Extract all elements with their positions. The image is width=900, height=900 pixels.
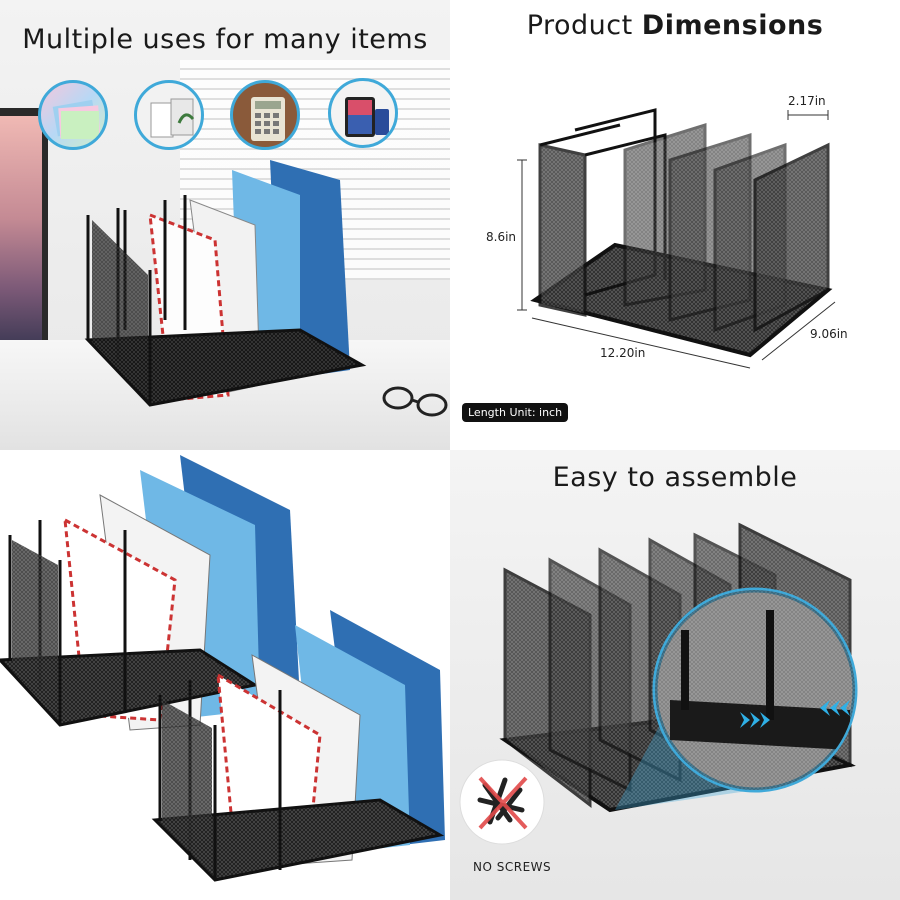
desktop-organizer-illustration: [84, 160, 448, 417]
monitor: [0, 108, 48, 353]
dimension-width: 12.20in: [600, 346, 646, 360]
panel-easy-assemble: Easy to assemble: [450, 450, 900, 900]
assembly-illustration: [459, 522, 858, 845]
books-icon: [134, 80, 204, 150]
panel-multiple-uses: Multiple uses for many items: [0, 0, 450, 450]
panel-product-dimensions: Product Dimensions: [450, 0, 900, 435]
calculator-icon: [230, 80, 300, 150]
dimension-depth: 9.06in: [810, 327, 848, 341]
dimension-diagram: [517, 108, 836, 369]
two-organizers-illustration: [0, 455, 445, 882]
dimension-thickness: 2.17in: [788, 94, 826, 108]
tablet-icon: [328, 78, 398, 148]
dimension-height: 8.6in: [486, 230, 517, 244]
no-screws-label: NO SCREWS: [473, 860, 552, 874]
length-unit-badge: Length Unit: inch: [462, 403, 569, 422]
panel4-heading: Easy to assemble: [552, 462, 798, 493]
panel1-heading: Multiple uses for many items: [22, 24, 428, 55]
panel2-heading: Product Dimensions: [526, 10, 824, 41]
panel-two-organizers: [0, 450, 450, 900]
file-folders-icon: [38, 80, 108, 150]
